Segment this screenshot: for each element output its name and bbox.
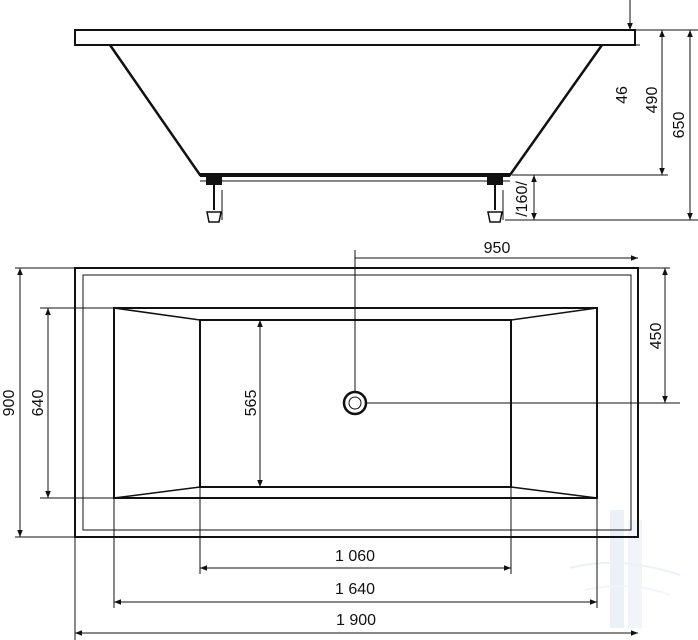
dim-label-overall-length: 1 900: [336, 612, 376, 629]
dim-label-half-length: 950: [484, 240, 511, 257]
dim-label-half-width: 450: [648, 323, 665, 350]
dim-label-basin-width: 565: [243, 390, 260, 417]
brand-watermark-logo: [569, 510, 681, 628]
adjustable-leg-left: [206, 177, 223, 223]
drain-icon: [342, 390, 368, 416]
tub-rim: [74, 29, 636, 46]
dim-label-inner-width: 640: [30, 390, 47, 417]
adjustable-leg-right: [487, 177, 504, 223]
dim-label-depth: 490: [644, 87, 661, 114]
tub-body-outline: [108, 44, 604, 177]
dim-label-leg: /160/: [514, 181, 531, 217]
dim-label-overall-height: 650: [671, 112, 688, 139]
dim-label-rim: 46: [614, 86, 631, 104]
dim-label-inner-length: 1 640: [335, 581, 375, 598]
top-view: 950 450 900 640 565 1 060 1 640 1 900: [1, 240, 680, 640]
dim-label-overall-width: 900: [1, 390, 18, 417]
dim-label-basin-length: 1 060: [335, 548, 375, 565]
side-view: 46 490 650 /160/: [74, 0, 698, 223]
